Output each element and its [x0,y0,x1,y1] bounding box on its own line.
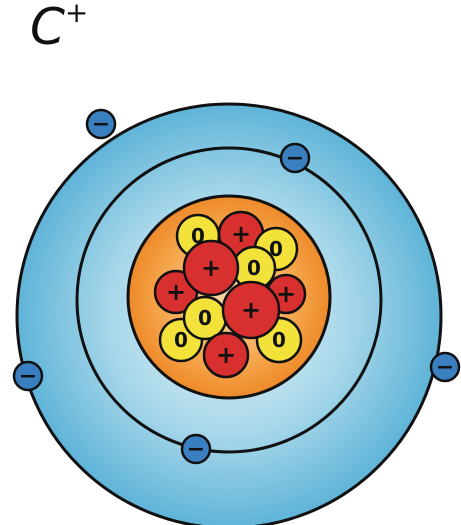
electron: − [14,362,42,390]
electron-label: − [436,355,454,380]
electron-label: − [187,437,205,462]
neutron-label: 0 [174,328,188,352]
electron: − [182,435,210,463]
electron-label: − [92,112,110,137]
neutron-label: 0 [272,328,286,352]
electron: − [431,353,459,381]
electron: − [281,144,309,172]
electron-label: − [286,146,304,171]
proton: + [223,282,279,338]
neutron-label: 0 [247,256,261,280]
proton-label: + [201,254,221,282]
nucleons-group: 0+00+0+00+++ [155,212,305,377]
proton-label: + [231,220,251,248]
neutron-label: 0 [198,306,212,330]
electron-label: − [19,364,37,389]
proton-label: + [216,341,236,369]
electron: − [87,110,115,138]
proton: + [204,333,248,377]
proton-label: + [166,278,186,306]
proton-label: + [241,296,261,324]
proton: + [184,241,238,295]
